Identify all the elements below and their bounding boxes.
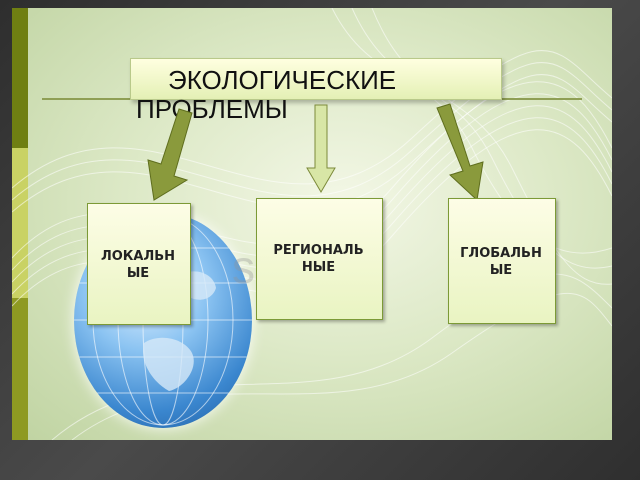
arrow-down-right-icon — [436, 103, 484, 202]
arrows — [147, 103, 484, 202]
global-problems-label: ГЛОБАЛЬН ЫЕ — [460, 246, 542, 278]
global-problems-box — [448, 198, 556, 324]
arrow-down-icon — [306, 104, 336, 193]
diagram-title: ЭКОЛОГИЧЕСКИЕ ПРОБЛЕМЫ — [136, 65, 397, 124]
regional-problems-box — [256, 198, 383, 320]
arrow-down-left-icon — [147, 108, 193, 201]
title-box — [130, 58, 502, 100]
local-problems-box — [87, 203, 191, 325]
local-problems-label: ЛОКАЛЬН ЫЕ — [100, 249, 176, 281]
regional-problems-label: РЕГИОНАЛЬ НЫЕ — [273, 243, 364, 275]
slide: sststoc ЭКОЛОГИЧЕСКИЕ ПРОБЛЕМЫ ЛОКАЛЬН Ы… — [12, 8, 612, 440]
left-decorative-strip — [12, 8, 28, 440]
